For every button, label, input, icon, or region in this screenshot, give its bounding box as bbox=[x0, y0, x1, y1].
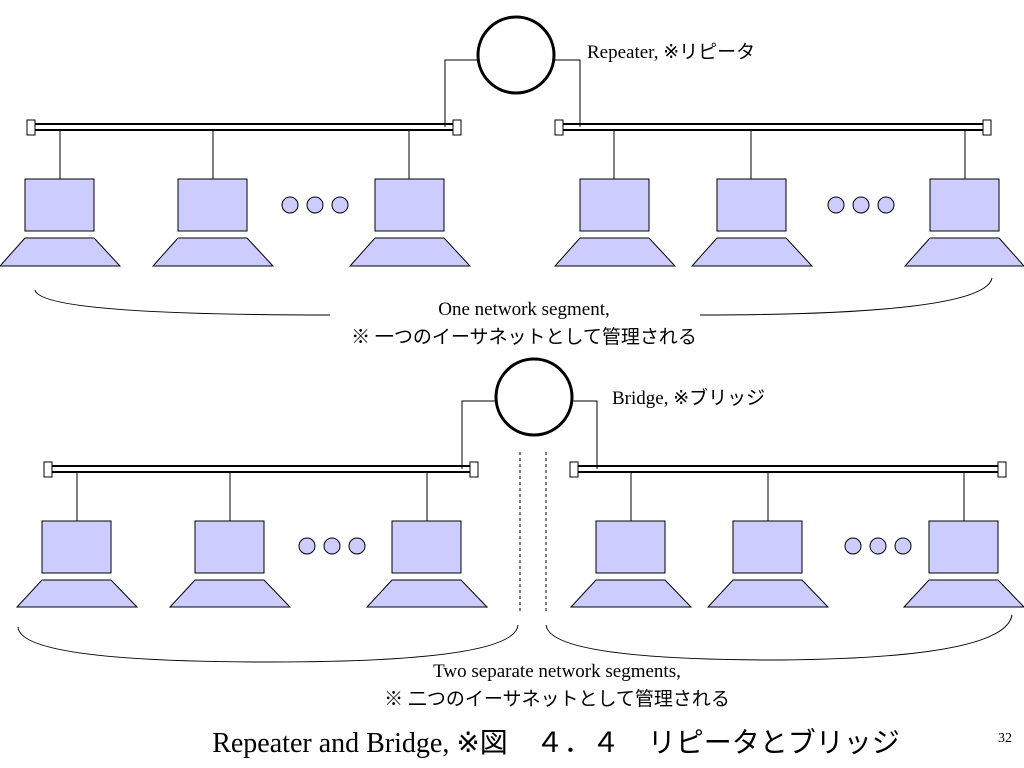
repeater-label: Repeater, ※リピータ bbox=[587, 41, 755, 63]
bridge-link-right bbox=[572, 400, 598, 469]
computer-icon bbox=[690, 130, 814, 267]
computer-icon bbox=[151, 130, 275, 267]
slide-title: Repeater and Bridge, ※図 ４．４ リピータとブリッジ bbox=[212, 727, 900, 759]
bridge-link-left bbox=[461, 400, 496, 469]
segment-brace-left bbox=[17, 624, 519, 663]
computer-icon bbox=[348, 130, 472, 267]
computer-icon bbox=[569, 472, 693, 608]
page-number: 32 bbox=[998, 731, 1012, 746]
bridge-label: Bridge, ※ブリッジ bbox=[612, 386, 765, 409]
ellipsis-icon bbox=[827, 196, 895, 214]
ellipsis-icon bbox=[844, 537, 912, 555]
ellipsis-icon bbox=[298, 537, 366, 555]
segment-brace-right bbox=[545, 614, 1013, 661]
repeater-link-left bbox=[444, 59, 478, 127]
computer-icon bbox=[903, 130, 1024, 267]
bridge-icon bbox=[494, 357, 574, 437]
computer-icon bbox=[365, 472, 489, 608]
computer-icon bbox=[168, 472, 292, 608]
computer-icon bbox=[902, 472, 1024, 608]
bus-cable-left-top bbox=[26, 119, 462, 136]
computer-icon bbox=[553, 130, 677, 267]
ellipsis-icon bbox=[281, 196, 349, 214]
bus-cable-left-bottom bbox=[43, 461, 479, 478]
bridge-caption-line2: ※ 二つのイーサネットとして管理される bbox=[384, 688, 730, 710]
repeater-caption-line1: One network segment, bbox=[438, 299, 609, 320]
computer-icon bbox=[0, 130, 122, 267]
bridge-section: Bridge, ※ブリッジ bbox=[15, 357, 1024, 710]
bus-cable-right-top bbox=[554, 119, 992, 136]
repeater-section: Repeater, ※リピータ bbox=[0, 15, 1024, 348]
bus-cable-right-bottom bbox=[569, 461, 1007, 478]
computer-icon bbox=[706, 472, 830, 608]
repeater-caption-line2: ※ 一つのイーサネットとして管理される bbox=[351, 326, 697, 348]
bridge-caption-line1: Two separate network segments, bbox=[433, 661, 681, 682]
repeater-link-right bbox=[554, 59, 581, 127]
computer-icon bbox=[15, 472, 139, 608]
segment-brace-top bbox=[34, 277, 993, 316]
repeater-icon bbox=[476, 15, 556, 95]
